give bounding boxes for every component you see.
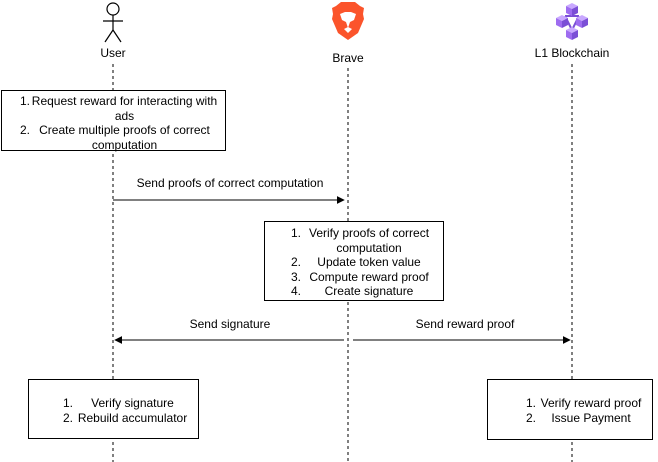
brave-process-note: 1. Verify proofs of correct computation 2… xyxy=(264,221,444,301)
list-number: 2. xyxy=(291,255,302,269)
list-item: 1. Verify signature xyxy=(63,396,192,411)
blockchain-cubes-icon xyxy=(556,3,588,40)
actor-label-chain: L1 Blockchain xyxy=(534,46,610,60)
chain-verify-note: 1.Verify reward proof 2. Issue Payment xyxy=(487,379,653,440)
list-number: 2. xyxy=(526,410,537,425)
send-reward-proof-label: Send reward proof xyxy=(415,317,515,331)
list-item: 2.Rebuild accumulator xyxy=(63,411,192,426)
list-text: Verify proofs of correct computation xyxy=(308,226,430,255)
send-proofs-label: Send proofs of correct computation xyxy=(136,176,324,190)
user-request-note: 1.Request reward for interacting with ad… xyxy=(1,90,226,152)
actor-label-user: User xyxy=(100,46,126,60)
list-number: 1. xyxy=(526,396,537,410)
list-text: Verify reward proof xyxy=(540,396,642,410)
list-number: 1. xyxy=(20,94,31,108)
list-number: 3. xyxy=(291,269,302,284)
list-item: 3. Compute reward proof xyxy=(291,270,437,285)
list-item: 2. Issue Payment xyxy=(526,411,646,426)
list-item: 1. Verify proofs of correct computation xyxy=(291,226,437,255)
user-verify-note: 1. Verify signature 2.Rebuild accumulator xyxy=(28,379,199,439)
list-item: 2. Update token value xyxy=(291,255,437,270)
list-text: Issue Payment xyxy=(551,410,631,425)
list-text: Request reward for interacting with ads xyxy=(31,94,218,123)
stick-figure-icon xyxy=(103,2,123,43)
list-item: 1.Request reward for interacting with ad… xyxy=(20,94,219,123)
list-number: 2. xyxy=(20,123,31,137)
list-item: 4. Create signature xyxy=(291,284,437,299)
list-number: 2. xyxy=(63,410,74,425)
list-text: Compute reward proof xyxy=(309,269,429,284)
list-text: Create multiple proofs of correct comput… xyxy=(39,123,210,152)
send-signature-label: Send signature xyxy=(189,317,271,331)
list-text: Rebuild accumulator xyxy=(77,410,188,425)
brave-lion-logo-icon xyxy=(332,2,364,40)
list-text: Update token value xyxy=(317,255,421,269)
list-number: 4. xyxy=(291,284,302,298)
list-number: 1. xyxy=(291,226,302,240)
list-text: Create signature xyxy=(324,284,414,298)
list-text: Verify signature xyxy=(91,396,174,410)
list-number: 1. xyxy=(63,396,74,410)
list-item: 1.Verify reward proof xyxy=(526,396,646,411)
actor-label-brave: Brave xyxy=(332,51,364,65)
list-item: 2. Create multiple proofs of correct comp… xyxy=(20,123,219,152)
